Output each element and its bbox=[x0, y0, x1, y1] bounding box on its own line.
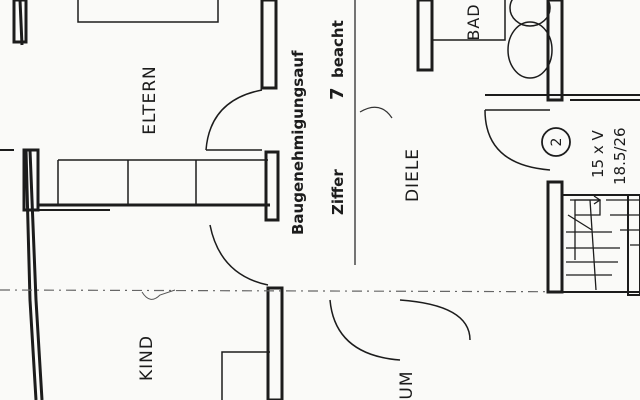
stair-steps-label: 15 x V bbox=[589, 130, 607, 179]
wall-bad-upper bbox=[416, 0, 434, 72]
washbasin-1 bbox=[507, 21, 553, 79]
stair-steps bbox=[566, 199, 640, 291]
bad-wall bbox=[432, 0, 506, 41]
stamp-line-2-label: Ziffer bbox=[329, 169, 347, 215]
desk-outline bbox=[221, 351, 270, 400]
wall-stair-left bbox=[546, 180, 564, 294]
room-label-wohnraum: UM bbox=[397, 370, 417, 399]
stair-number-circle bbox=[541, 127, 571, 157]
wall-bad-right bbox=[546, 0, 564, 102]
room-label-bad: BAD bbox=[464, 3, 483, 40]
stair-arrow bbox=[574, 195, 602, 260]
stair-number: 2 bbox=[549, 138, 565, 147]
wall-kind-diele bbox=[266, 286, 284, 400]
stair-dimension-label: 18.5/26 bbox=[611, 127, 629, 185]
room-label-eltern: ELTERN bbox=[140, 65, 160, 135]
door-swing-kind bbox=[209, 224, 269, 286]
wall-stair-right bbox=[627, 194, 640, 296]
section-line bbox=[0, 289, 640, 293]
wall-eltern-kind bbox=[22, 148, 40, 212]
stamp-line-2-number: 7 bbox=[327, 87, 348, 100]
outer-wall-left bbox=[18, 0, 38, 400]
wall-eltern-diele-mid bbox=[264, 150, 280, 222]
door-swing-wohnraum bbox=[329, 299, 471, 361]
washbasin-2 bbox=[509, 0, 551, 27]
stamp-line-2-rest: beacht bbox=[329, 20, 347, 78]
wardrobe-blocks bbox=[57, 159, 268, 205]
wall-eltern-diele-upper bbox=[260, 0, 278, 90]
wall-stub-top-left bbox=[12, 0, 28, 44]
outer-wall-left-inner bbox=[28, 149, 44, 400]
room-label-kind: KIND bbox=[137, 335, 157, 381]
stamp-line-1: Baugenehmigungsauf bbox=[289, 50, 307, 235]
door-swing-eltern bbox=[205, 89, 263, 151]
stamp-hook bbox=[359, 106, 393, 119]
door-swing-bad bbox=[484, 109, 551, 171]
wardrobe-outline bbox=[77, 0, 219, 23]
pencil-mark bbox=[141, 289, 176, 300]
room-label-diele: DIELE bbox=[403, 148, 423, 202]
